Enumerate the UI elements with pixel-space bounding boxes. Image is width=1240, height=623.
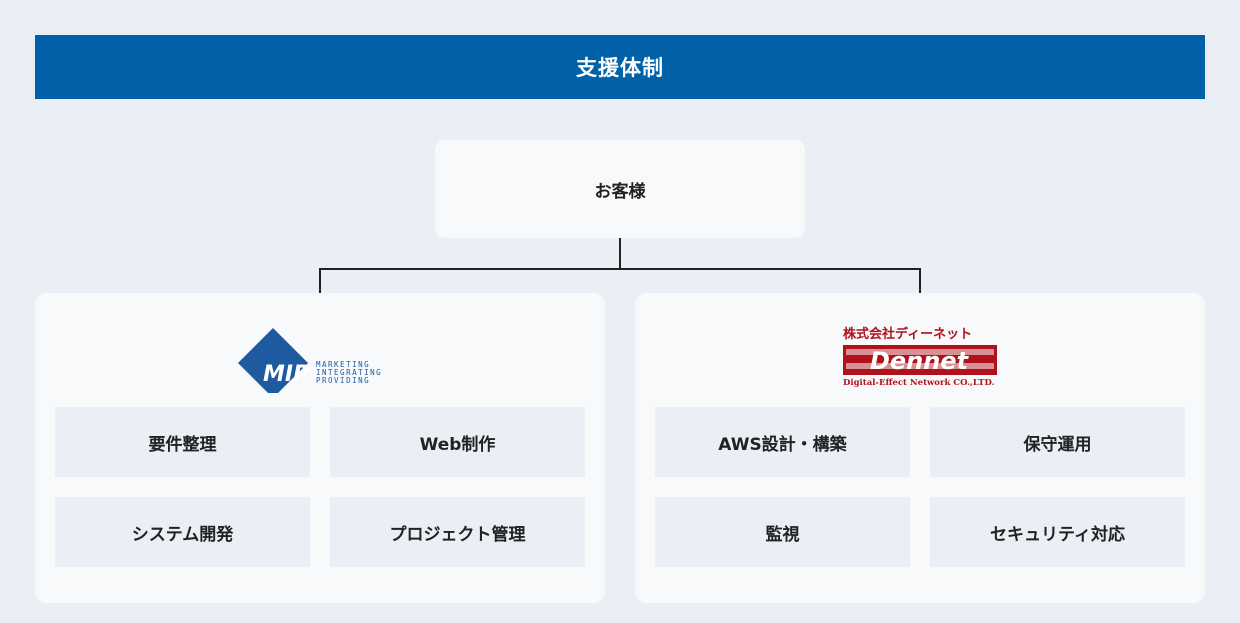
service-tile: 保守運用 [930, 407, 1185, 477]
dennet-company-name: 株式会社ディーネット [843, 326, 972, 342]
dennet-panel: 株式会社ディーネット Dennet Digital-Effect Network… [635, 293, 1205, 603]
service-label: Web制作 [419, 434, 496, 455]
service-tile: システム開発 [55, 497, 310, 567]
section-title: 支援体制 [576, 56, 664, 80]
service-tile: 要件整理 [55, 407, 310, 477]
mip-logo-letters: MIP [263, 362, 309, 387]
mip-logo: MIP MARKETING INTEGRATING PROVIDING [35, 323, 605, 398]
service-label: システム開発 [131, 524, 234, 545]
service-label: 要件整理 [148, 434, 217, 455]
dennet-english-name: Digital-Effect Network CO.,LTD. [843, 378, 995, 388]
customer-label: お客様 [594, 181, 646, 202]
dennet-logo-mark-text: Dennet [870, 347, 970, 375]
service-label: 保守運用 [1023, 434, 1092, 455]
mip-logo-mark: MIP MARKETING INTEGRATING PROVIDING [238, 328, 382, 398]
mip-logo-line-3: PROVIDING [316, 376, 370, 385]
mip-logo-line-1: MARKETING [316, 360, 370, 369]
mip-panel: MIP MARKETING INTEGRATING PROVIDING 要件整理… [35, 293, 605, 603]
service-tile: セキュリティ対応 [930, 497, 1185, 567]
dennet-logo-mark: 株式会社ディーネット Dennet Digital-Effect Network… [843, 326, 997, 388]
service-tile: Web制作 [330, 407, 585, 477]
service-tile: AWS設計・構築 [655, 407, 910, 477]
customer-box: お客様 [435, 140, 805, 238]
service-tile: プロジェクト管理 [330, 497, 585, 567]
service-label: AWS設計・構築 [718, 434, 847, 455]
mip-logo-line-2: INTEGRATING [316, 368, 382, 377]
dennet-logo: 株式会社ディーネット Dennet Digital-Effect Network… [635, 323, 1205, 393]
service-label: プロジェクト管理 [389, 524, 526, 545]
service-tile: 監視 [655, 497, 910, 567]
service-label: 監視 [765, 524, 800, 545]
service-label: セキュリティ対応 [990, 524, 1125, 545]
section-header: 支援体制 [35, 35, 1205, 99]
